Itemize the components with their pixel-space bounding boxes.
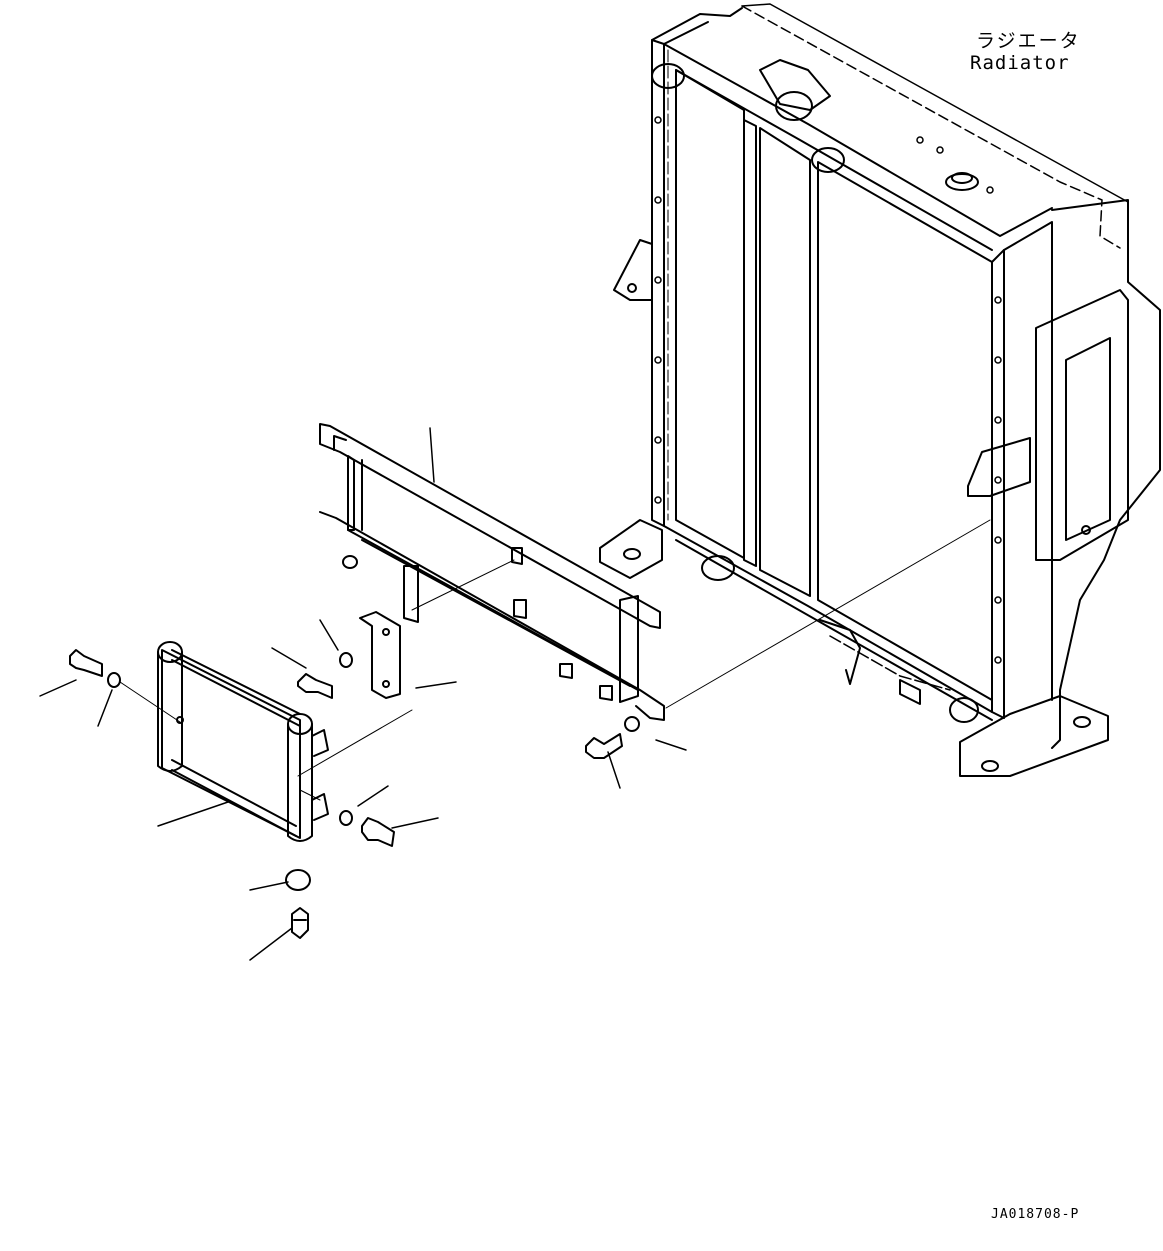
leader-lines — [39, 427, 991, 961]
radiator-label-english: Radiator — [970, 52, 1070, 74]
hardware — [69, 649, 640, 939]
cooler-support-bracket — [319, 423, 665, 721]
l-bracket — [359, 611, 401, 699]
oil-cooler — [157, 641, 329, 842]
radiator-label-japanese: ラジエータ — [976, 30, 1081, 52]
radiator-assembly — [599, 3, 1161, 777]
drawing-number: JA018708-P — [991, 1207, 1080, 1222]
